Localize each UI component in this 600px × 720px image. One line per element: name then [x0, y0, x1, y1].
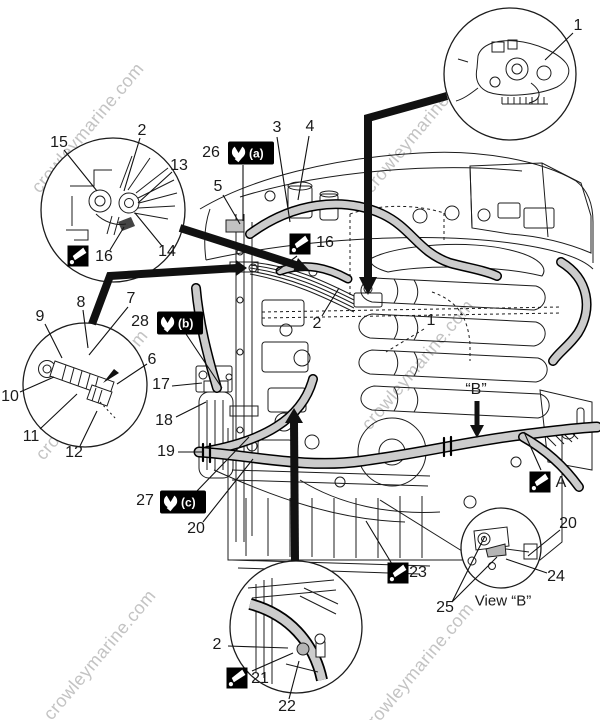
dashed-routing-lines: [261, 205, 561, 361]
callout-17: 17: [152, 376, 170, 393]
callout-4: 4: [305, 118, 315, 135]
callout-19: 19: [157, 443, 175, 460]
callout-13: 13: [170, 157, 188, 174]
tool-variant-label: (a): [249, 146, 264, 160]
sealant-marker-a: [529, 471, 551, 493]
special-tool-marker-b: (b): [157, 311, 203, 335]
callout-16b: 16: [316, 234, 334, 251]
tool-variant-label: (c): [181, 495, 196, 509]
apply-sealant-icon: [226, 667, 248, 689]
sealant-marker-21: [226, 667, 248, 689]
view-b-caption: View “B”: [474, 592, 532, 610]
apply-sealant-icon: [289, 233, 311, 255]
callout-27: 27: [136, 492, 154, 509]
callout-10: 10: [1, 388, 19, 405]
tool-variant-label: (b): [178, 316, 194, 330]
callout-b: “B”: [465, 381, 487, 398]
inset-circle-fuel-pump: [443, 7, 577, 141]
callout-leader-lines: [19, 32, 574, 700]
callout-28: 28: [131, 313, 149, 330]
inset-connector-detail: [38, 360, 119, 421]
callout-21: 21: [251, 670, 269, 687]
inset-fuel-pump-detail: [455, 39, 570, 105]
sealant-marker-23: [387, 562, 409, 584]
callout-2c: 2: [212, 636, 222, 653]
locator-arrows: [88, 92, 484, 562]
callout-2: 2: [137, 122, 147, 139]
callout-20b: 20: [559, 515, 577, 532]
special-tool-wrench-icon: [160, 313, 175, 333]
inset-view-b-detail: [467, 526, 538, 570]
hose-clamps: [201, 435, 453, 464]
callout-20: 20: [187, 520, 205, 537]
callout-14: 14: [158, 243, 176, 260]
sealant-marker-16b: [289, 233, 311, 255]
callout-6: 6: [147, 351, 157, 368]
apply-sealant-icon: [529, 471, 551, 493]
special-tool-wrench-icon: [231, 143, 246, 163]
callout-23: 23: [409, 564, 427, 581]
sealant-marker-16: [67, 245, 89, 267]
callout-18: 18: [155, 412, 173, 429]
callout-7: 7: [126, 290, 136, 307]
apply-sealant-icon: [67, 245, 89, 267]
callout-a: A: [555, 474, 567, 491]
callout-12: 12: [65, 444, 83, 461]
inset-lower-mount-detail: [247, 578, 339, 684]
callout-26: 26: [202, 144, 220, 161]
callout-9: 9: [35, 308, 45, 325]
special-tool-marker-a: (a): [228, 141, 274, 165]
callout-15: 15: [50, 134, 68, 151]
callout-11: 11: [22, 428, 40, 445]
callout-24: 24: [547, 568, 565, 585]
special-tool-wrench-icon: [163, 492, 178, 512]
callout-8: 8: [76, 294, 86, 311]
callout-22: 22: [278, 698, 296, 715]
callout-1: 1: [573, 17, 583, 34]
callout-25: 25: [436, 599, 454, 616]
callout-1b: 1: [426, 312, 436, 329]
fuel-hoses: [191, 199, 600, 492]
apply-sealant-icon: [387, 562, 409, 584]
special-tool-marker-c: (c): [160, 490, 206, 514]
callout-3: 3: [272, 119, 282, 136]
inset-grommet-detail: [66, 155, 178, 241]
callout-5: 5: [213, 178, 223, 195]
callout-2b: 2: [312, 315, 322, 332]
callout-16: 16: [95, 248, 113, 265]
